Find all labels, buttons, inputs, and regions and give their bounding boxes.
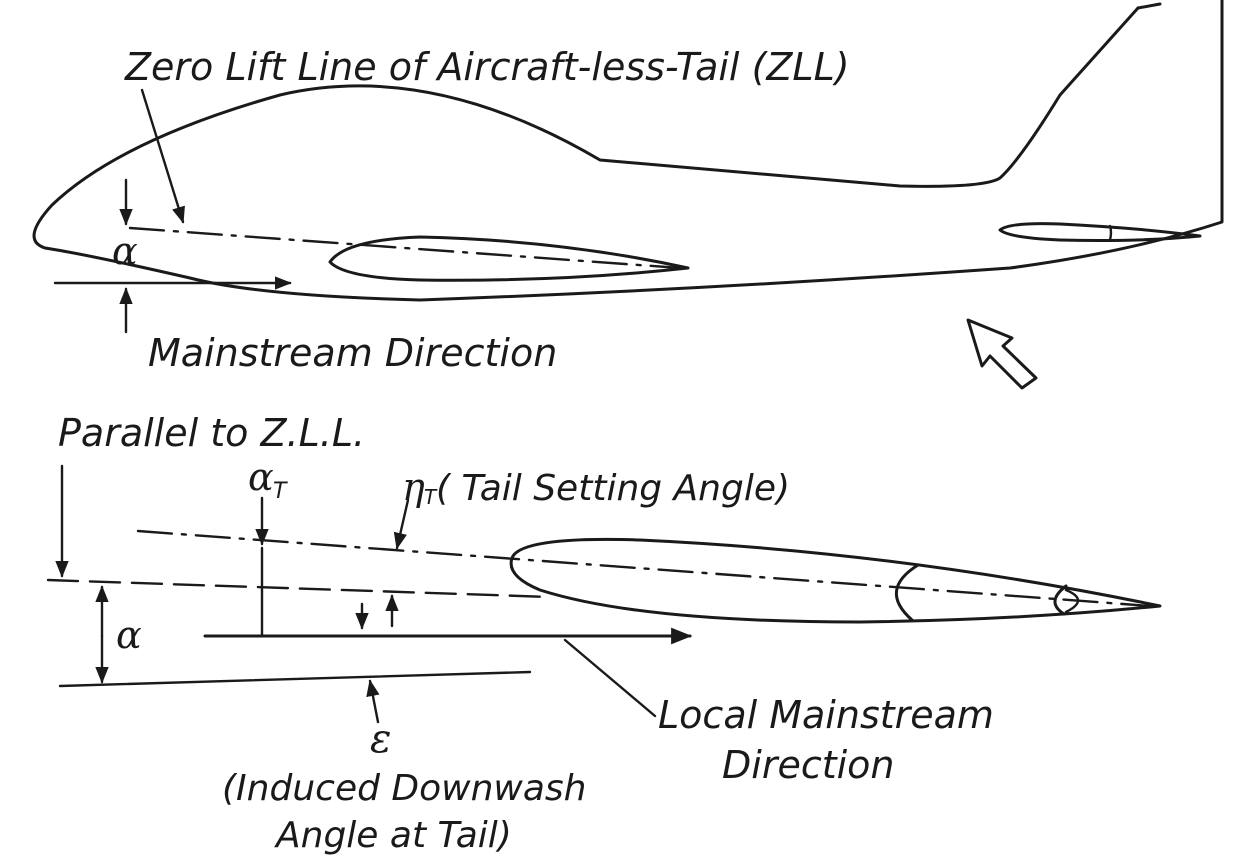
tail-setting-angle-label: ( Tail Setting Angle) bbox=[436, 468, 790, 509]
induced-downwash-line1: (Induced Downwash bbox=[222, 768, 586, 809]
mainstream-line-bottom bbox=[58, 670, 532, 688]
local-mainstream-leader bbox=[563, 638, 657, 718]
mainstream-direction-label: Mainstream Direction bbox=[148, 331, 557, 375]
zll-leader bbox=[140, 88, 185, 224]
detail-view-arrow-icon bbox=[966, 318, 1038, 390]
parallel-zll-label: Parallel to Z.L.L. bbox=[58, 411, 365, 455]
fuselage-outline bbox=[32, 0, 1224, 302]
wing-section bbox=[328, 235, 690, 282]
fin-leading-edge bbox=[1136, 2, 1162, 10]
alpha-t-subscript: T bbox=[273, 479, 288, 504]
eta-leader bbox=[393, 498, 410, 550]
tailplane-chord bbox=[1108, 224, 1113, 242]
tail-chord-line bbox=[136, 529, 1152, 608]
local-mainstream-line2: Direction bbox=[722, 743, 895, 787]
elevator-hinge-arc bbox=[894, 563, 920, 622]
alpha-top-label: α bbox=[112, 229, 138, 273]
trim-tab-hinge-arc bbox=[1053, 584, 1068, 616]
epsilon-arrow bbox=[366, 679, 380, 724]
tailplane-section bbox=[998, 222, 1202, 242]
zll-label: Zero Lift Line of Aircraft-less-Tail (ZL… bbox=[124, 45, 850, 89]
eta-t-label: η bbox=[402, 465, 425, 509]
tail-airfoil bbox=[509, 537, 1162, 624]
induced-downwash-line2: Angle at Tail) bbox=[274, 815, 512, 856]
epsilon-label: ε bbox=[370, 716, 391, 762]
eta-t-subscript: T bbox=[424, 485, 438, 509]
parallel-zll-line bbox=[46, 578, 552, 599]
alpha-bottom-label: α bbox=[116, 613, 142, 657]
trim-tab-arc bbox=[1064, 588, 1080, 614]
zero-lift-line bbox=[128, 226, 682, 270]
local-mainstream-line1: Local Mainstream bbox=[658, 693, 994, 737]
alpha-t-label: α bbox=[248, 455, 274, 499]
